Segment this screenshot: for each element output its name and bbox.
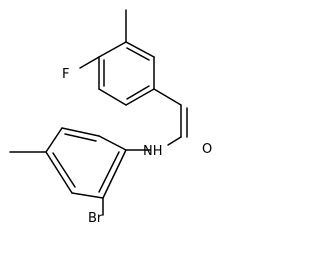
bond-c-f bbox=[79, 56, 100, 69]
bond-ring1-double-3 bbox=[126, 85, 150, 100]
bond-ring2-double-1 bbox=[64, 133, 97, 142]
bond-ring2-double-2 bbox=[52, 152, 76, 188]
bond-ring1-double-1 bbox=[126, 47, 150, 61]
bond-ring2-a bbox=[98, 135, 127, 151]
bond-ring1-f bbox=[125, 41, 155, 58]
bond-ring1-d bbox=[125, 88, 155, 106]
molecule-drawing: F O NH Br bbox=[9, 9, 212, 226]
atom-label-nitrogen: NH bbox=[143, 144, 163, 159]
bond-lines bbox=[9, 9, 188, 216]
atom-label-oxygen: O bbox=[202, 142, 212, 157]
bond-ring2-b bbox=[61, 127, 100, 137]
bond-c-n bbox=[167, 136, 182, 146]
bond-ring2-d bbox=[45, 151, 73, 194]
bond-ring2-c bbox=[45, 127, 63, 153]
bond-ring1-a bbox=[98, 41, 127, 58]
atom-label-bromine: Br bbox=[88, 211, 103, 226]
atom-label-fluorine: F bbox=[62, 67, 69, 82]
bond-ring2-f bbox=[102, 149, 127, 199]
structure-canvas: F O NH Br bbox=[9, 9, 213, 226]
bond-ring-carbonyl bbox=[153, 88, 182, 106]
bond-ring2-double-3 bbox=[98, 151, 120, 193]
bond-ring1-c bbox=[98, 88, 127, 106]
bond-ring2-e bbox=[71, 192, 104, 199]
